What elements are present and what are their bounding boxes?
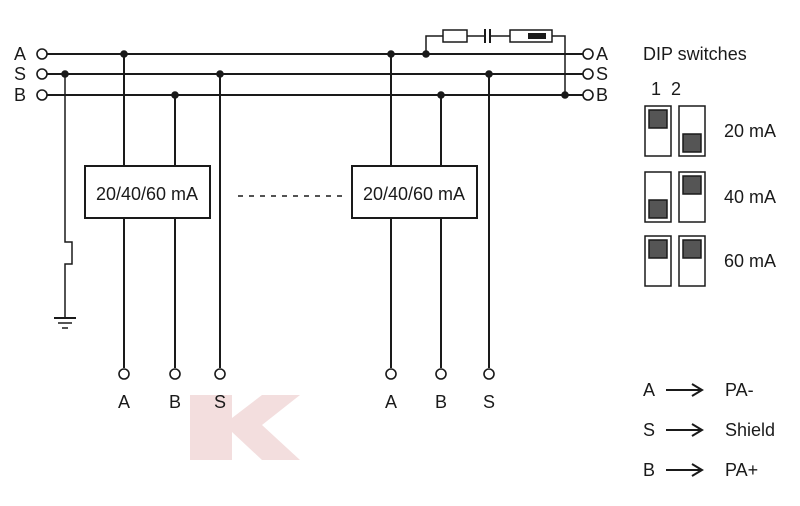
module-2-label: 20/40/60 mA bbox=[363, 184, 465, 204]
module-2-terminal-s bbox=[483, 368, 495, 380]
shield-ground-path bbox=[54, 70, 76, 329]
dip-switch-knob bbox=[648, 109, 668, 129]
dip-row-label: 40 mA bbox=[724, 187, 776, 207]
termination-network bbox=[422, 29, 569, 99]
dip-row: 60 mA bbox=[644, 235, 776, 287]
terminal-left-a bbox=[36, 48, 48, 60]
dip-row-label: 20 mA bbox=[724, 121, 776, 141]
dip-switch-knob bbox=[648, 199, 668, 219]
left-bus-terminals: A S B bbox=[14, 44, 48, 105]
terminal-right-b bbox=[582, 89, 594, 101]
right-label-b: B bbox=[596, 85, 608, 105]
module-1-terminal-s bbox=[214, 368, 226, 380]
dip-column-2: 2 bbox=[671, 79, 681, 99]
terminal-left-b bbox=[36, 89, 48, 101]
module-1-terminal-b bbox=[169, 368, 181, 380]
arrow-right-icon bbox=[691, 383, 704, 397]
watermark-logo bbox=[190, 395, 300, 460]
module-2-terminal-b bbox=[435, 368, 447, 380]
legend-from-a: A bbox=[643, 380, 655, 400]
arrow-right-icon bbox=[691, 423, 704, 437]
legend-to-b: PA+ bbox=[725, 460, 758, 480]
module-2-label-b: B bbox=[435, 392, 447, 412]
bus-lines bbox=[47, 53, 583, 96]
module-1-terminal-a bbox=[118, 368, 130, 380]
module-2: 20/40/60 mA A B S bbox=[351, 50, 495, 412]
module-1-label: 20/40/60 mA bbox=[96, 184, 198, 204]
dip-switch-panel: DIP switches 1 2 20 mA 40 mA 60 mA bbox=[643, 44, 776, 287]
terminal-right-s bbox=[582, 68, 594, 80]
arrow-right-icon bbox=[691, 463, 704, 477]
module-2-box bbox=[351, 165, 478, 219]
right-label-s: S bbox=[596, 64, 608, 84]
legend-to-a: PA- bbox=[725, 380, 754, 400]
dip-switch-knob bbox=[648, 239, 668, 259]
left-label-b: B bbox=[14, 85, 26, 105]
dip-switch-knob bbox=[682, 133, 702, 153]
module-1-box bbox=[84, 165, 211, 219]
module-1-label-b: B bbox=[169, 392, 181, 412]
legend-from-s: S bbox=[643, 420, 655, 440]
dip-switch-knob bbox=[682, 175, 702, 195]
module-1-label-a: A bbox=[118, 392, 130, 412]
left-label-a: A bbox=[14, 44, 26, 64]
dip-title: DIP switches bbox=[643, 44, 747, 64]
terminal-left-s bbox=[36, 68, 48, 80]
left-label-s: S bbox=[14, 64, 26, 84]
module-1-label-s: S bbox=[214, 392, 226, 412]
right-bus-terminals: A S B bbox=[582, 44, 608, 105]
dip-switch-rows: 20 mA 40 mA 60 mA bbox=[644, 105, 776, 287]
dip-row: 20 mA bbox=[644, 105, 776, 157]
dip-row-label: 60 mA bbox=[724, 251, 776, 271]
legend-from-b: B bbox=[643, 460, 655, 480]
dip-column-1: 1 bbox=[651, 79, 661, 99]
module-2-terminal-a bbox=[385, 368, 397, 380]
resistor-symbol bbox=[442, 29, 468, 43]
terminal-right-a bbox=[582, 48, 594, 60]
dip-row: 40 mA bbox=[644, 171, 776, 223]
module-2-label-a: A bbox=[385, 392, 397, 412]
module-2-label-s: S bbox=[483, 392, 495, 412]
right-label-a: A bbox=[596, 44, 608, 64]
legend-to-s: Shield bbox=[725, 420, 775, 440]
signal-legend: A PA- S Shield B PA+ bbox=[643, 380, 775, 480]
module-1: 20/40/60 mA A B S bbox=[84, 50, 226, 412]
dip-switch-knob bbox=[682, 239, 702, 259]
